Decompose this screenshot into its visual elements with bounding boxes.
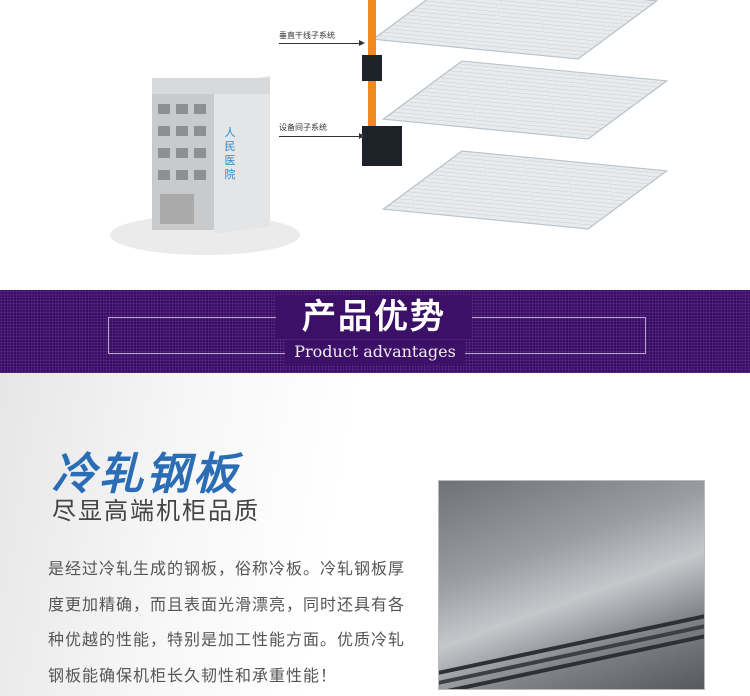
rack-icon bbox=[362, 55, 382, 81]
steel-plate-image bbox=[438, 480, 705, 690]
cabling-diagram: 人民医院 垂直干线子系统 设备间子系统 bbox=[0, 0, 750, 290]
equipment-room-label: 设备间子系统 bbox=[279, 122, 327, 133]
banner-subtitle: Product advantages bbox=[285, 340, 465, 364]
hospital-building-illustration: 人民医院 bbox=[152, 70, 270, 234]
description-line: 钢板能确保机柜长久韧性和承重性能！ bbox=[48, 665, 338, 685]
rack-icon bbox=[362, 126, 402, 166]
backbone-label: 垂直干线子系统 bbox=[279, 30, 335, 41]
arrow-icon bbox=[279, 40, 365, 46]
floor-plan bbox=[381, 150, 669, 230]
feature-title: 冷轧钢板 bbox=[52, 449, 240, 500]
feature-description: 是经过冷轧生成的钢板，俗称冷板。冷轧钢板厚 度更加精确，而且表面光滑漂亮，同时还… bbox=[48, 551, 428, 693]
feature-subtitle: 尽显高端机柜品质 bbox=[52, 497, 260, 525]
floor-plan bbox=[371, 0, 659, 60]
arrow-icon bbox=[279, 133, 365, 139]
building-sign: 人民医院 bbox=[224, 126, 236, 181]
description-line: 度更加精确，而且表面光滑漂亮，同时还具有各 bbox=[48, 594, 406, 614]
banner-title: 产品优势 bbox=[276, 295, 472, 339]
description-line: 种优越的性能，特别是加工性能方面。优质冷轧 bbox=[48, 630, 406, 649]
description-line: 是经过冷轧生成的钢板，俗称冷板。冷轧钢板厚 bbox=[48, 559, 406, 578]
floor-plan bbox=[381, 60, 669, 140]
